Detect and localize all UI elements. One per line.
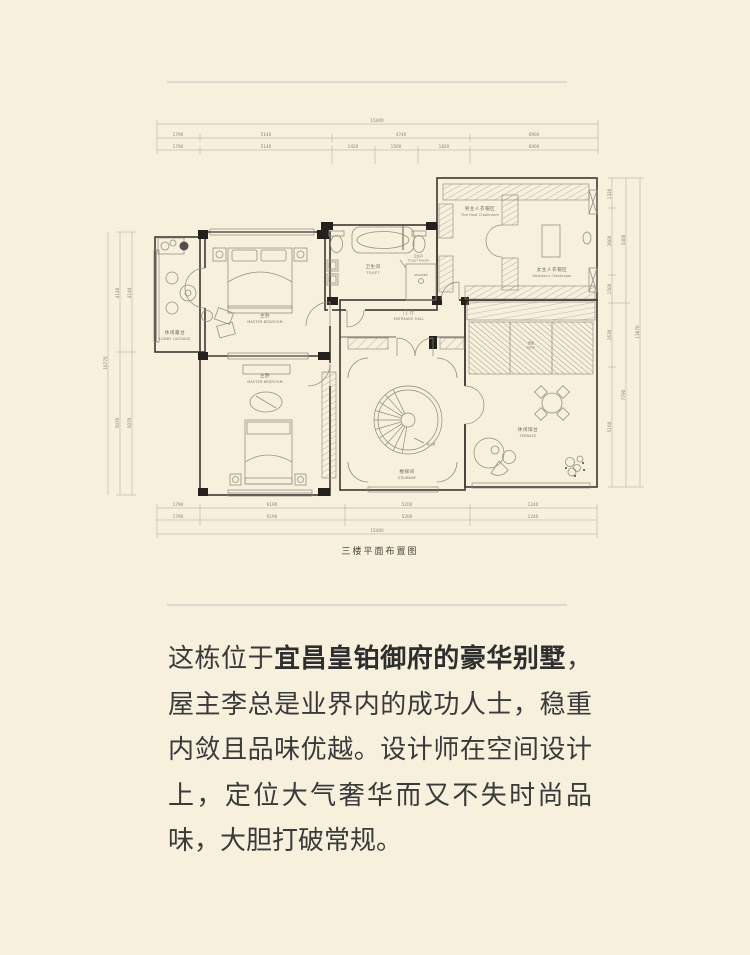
dimensions-bottom-labels: 1790 6190 5200 1240 1790 6190 5200 1240 … (173, 502, 539, 533)
svg-text:10770: 10770 (103, 356, 108, 370)
dimensions-left-labels: 4140 4140 5070 5070 10770 (103, 287, 132, 428)
toilet-room-label-en: TOILET ROOM (407, 259, 429, 263)
hall-cabinet-left (347, 337, 389, 350)
floor-plan: 15400 1790 5140 4740 6900 1790 5140 1420… (103, 118, 644, 538)
hostess-cloakroom-label-en: Hostess's Cloakroom (532, 274, 572, 278)
bedroom1-furniture (201, 247, 308, 339)
toilet-label-en: TOILET (365, 271, 380, 275)
svg-text:6190: 6190 (267, 502, 278, 507)
svg-text:4140: 4140 (115, 287, 120, 298)
svg-text:4740: 4740 (396, 132, 407, 137)
svg-text:6190: 6190 (267, 514, 278, 519)
dimensions-right (608, 177, 644, 488)
cloakroom-mid-closet-2 (501, 257, 519, 291)
stair-note: 往二层 (426, 441, 435, 446)
hostess-cloakroom-label-cn: 女主人衣帽区 (537, 266, 568, 273)
svg-text:15400: 15400 (370, 118, 384, 123)
article-text-post: ，屋主李总是业界内的成功人士，稳重内敛且品味优越。设计师在空间设计上，定位大气奢… (168, 643, 592, 855)
master1-label-cn: 主卧 (260, 312, 270, 319)
roof-band (466, 301, 596, 321)
article-text-bold: 宜昌皇铂御府的豪华别墅 (274, 643, 566, 673)
master1-label-en: MASTER BEDROOM (247, 320, 283, 324)
svg-text:5140: 5140 (261, 132, 272, 137)
dimensions-right-labels: 1320 3600 1500 2630 5160 5400 7790 13870 (607, 188, 640, 432)
roof-label-cn: 屋面 (528, 340, 534, 345)
svg-text:1790: 1790 (173, 514, 184, 519)
svg-text:15400: 15400 (370, 528, 384, 533)
svg-text:1500: 1500 (391, 144, 402, 149)
dimensions-top (156, 120, 599, 164)
svg-text:1240: 1240 (528, 502, 539, 507)
svg-text:5070: 5070 (115, 417, 120, 428)
cloakroom-bottom-wall (464, 285, 596, 300)
host-cloakroom-label-en: The Host Cloakroom (460, 213, 499, 217)
roof-area (468, 321, 594, 375)
toilet-label-cn: 卫生间 (365, 263, 380, 270)
dimensions-bottom (156, 504, 598, 538)
cloakroom-left-closet-2 (438, 255, 454, 293)
bedroom2-furniture (229, 364, 307, 486)
dimensions-left (107, 231, 136, 496)
svg-text:4140: 4140 (127, 287, 132, 298)
svg-text:2630: 2630 (607, 329, 612, 340)
svg-text:5400: 5400 (621, 234, 626, 245)
svg-text:5070: 5070 (127, 417, 132, 428)
svg-text:5200: 5200 (402, 514, 413, 519)
terrace-label-cn: 休闲阳台 (518, 426, 538, 433)
svg-text:1320: 1320 (607, 188, 612, 199)
spiral-staircase (373, 385, 443, 455)
svg-text:5140: 5140 (261, 144, 272, 149)
svg-text:1820: 1820 (439, 144, 450, 149)
stair-room-arcs (347, 357, 458, 483)
article-paragraph: 这栋位于宜昌皇铂御府的豪华别墅，屋主李总是业界内的成功人士，稳重内敛且品味优越。… (168, 636, 592, 864)
svg-text:6900: 6900 (529, 144, 540, 149)
bottom-divider (167, 604, 567, 606)
floor-plan-container: 15400 1790 5140 4740 6900 1790 5140 1420… (100, 110, 660, 570)
hatched-areas (321, 183, 596, 479)
master2-label-en: MASTER BEDROOM (247, 380, 283, 384)
svg-text:6900: 6900 (529, 132, 540, 137)
svg-text:1790: 1790 (173, 132, 184, 137)
svg-text:1500: 1500 (607, 283, 612, 294)
bedroom2-wardrobe (321, 371, 337, 479)
article-text-pre: 这栋位于 (168, 643, 275, 673)
room-labels: 休闲露台 LOBBY LUGGAGE 主卧 MASTER BEDROOM 主卧 … (159, 205, 572, 480)
roof-label-en: ROOF (527, 346, 536, 350)
doors (184, 224, 503, 425)
toilet-room-label-cn: 卫生间 (413, 253, 422, 258)
svg-text:5200: 5200 (402, 502, 413, 507)
svg-text:7790: 7790 (621, 389, 626, 400)
svg-text:3600: 3600 (607, 235, 612, 246)
master2-label-cn: 主卧 (260, 372, 270, 379)
svg-text:5160: 5160 (607, 421, 612, 432)
cloakroom-furniture (541, 224, 592, 258)
lobby-label-en: LOBBY LUGGAGE (159, 337, 190, 341)
svg-text:1790: 1790 (173, 502, 184, 507)
top-divider (167, 81, 567, 83)
toilet-fixtures (326, 226, 437, 301)
terrace-label-en: TERRACE (519, 434, 537, 438)
cloakroom-left-closet-1 (438, 203, 454, 239)
windows (153, 189, 598, 497)
cloakroom-mid-closet-1 (501, 194, 519, 226)
plan-caption: 三楼平面布置图 (341, 546, 419, 556)
lobby-label-cn: 休闲露台 (165, 329, 185, 336)
svg-text:1790: 1790 (173, 144, 184, 149)
entrance-label-en: ENTRANCE HALL (394, 317, 425, 321)
svg-text:13870: 13870 (635, 325, 640, 339)
shower-label: SHOWER (414, 273, 427, 277)
dimensions-top-labels: 15400 1790 5140 4740 6900 1790 5140 1420… (173, 118, 540, 149)
svg-text:1240: 1240 (528, 514, 539, 519)
stairway-label-en: STAIRWAY (398, 476, 417, 480)
stairway-label-cn: 楼梯间 (399, 468, 414, 475)
hall-cabinet-right (439, 337, 465, 350)
svg-text:1420: 1420 (348, 144, 359, 149)
entrance-label-cn: 门 厅 (403, 309, 415, 316)
terrace-furniture (473, 385, 585, 477)
host-cloakroom-label-cn: 男主人衣帽区 (465, 205, 496, 212)
lobby-furniture (157, 237, 197, 315)
